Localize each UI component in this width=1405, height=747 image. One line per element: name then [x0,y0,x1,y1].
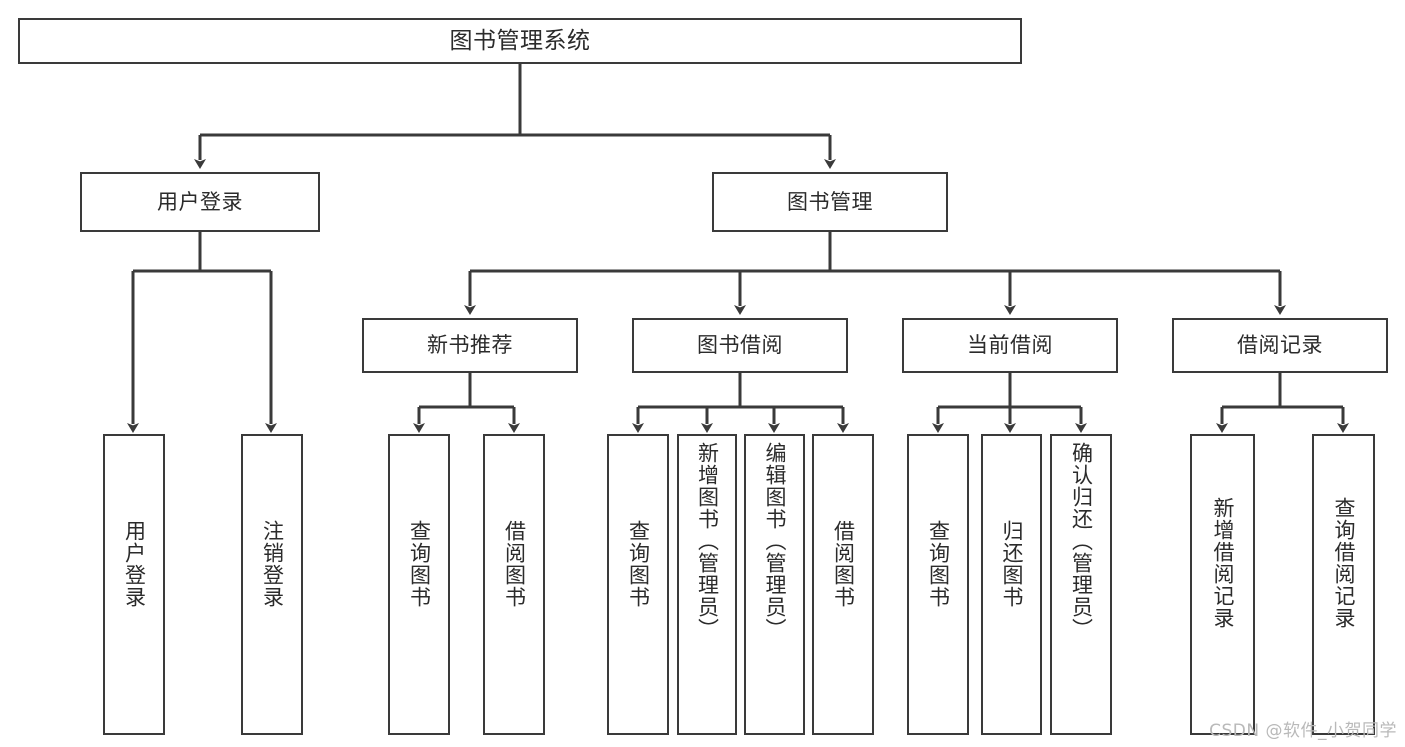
node-current-borrow[interactable]: 当前借阅 [902,318,1118,373]
leaf-user-login[interactable]: 用户登录 [103,434,165,735]
node-label: 查询借阅记录 [1331,497,1356,629]
node-label: 用户登录 [157,189,243,214]
leaf-add-record[interactable]: 新增借阅记录 [1190,434,1255,735]
leaf-return-book[interactable]: 归还图书 [981,434,1042,735]
node-label: 查询图书 [626,520,651,608]
leaf-confirm-return[interactable]: 确认归还（管理员） [1050,434,1112,735]
node-book-borrow[interactable]: 图书借阅 [632,318,848,373]
node-label: 图书管理系统 [449,27,591,54]
leaf-borrow-book-1[interactable]: 借阅图书 [483,434,545,735]
leaf-add-book[interactable]: 新增图书（管理员） [677,434,737,735]
leaf-logout-login[interactable]: 注销登录 [241,434,303,735]
leaf-borrow-book-2[interactable]: 借阅图书 [812,434,874,735]
node-label: 图书管理 [787,189,873,214]
node-user-login[interactable]: 用户登录 [80,172,320,232]
node-label: 确认归还（管理员） [1069,442,1094,640]
node-label: 查询图书 [926,520,951,608]
node-label: 新书推荐 [427,333,513,358]
node-label: 新增借阅记录 [1210,497,1235,629]
node-label: 用户登录 [122,520,147,608]
leaf-query-book-1[interactable]: 查询图书 [388,434,450,735]
node-label: 新增图书（管理员） [695,442,720,640]
node-label: 归还图书 [999,520,1024,608]
node-label: 图书借阅 [697,333,783,358]
node-book-management[interactable]: 图书管理 [712,172,948,232]
node-label: 注销登录 [260,520,285,608]
leaf-query-book-3[interactable]: 查询图书 [907,434,969,735]
node-label: 查询图书 [407,520,432,608]
leaf-query-book-2[interactable]: 查询图书 [607,434,669,735]
node-book-management-system[interactable]: 图书管理系统 [18,18,1022,64]
node-label: 当前借阅 [967,333,1053,358]
csdn-watermark: CSDN @软件_小贺同学 [1209,721,1397,741]
node-new-book-recommend[interactable]: 新书推荐 [362,318,578,373]
leaf-query-record[interactable]: 查询借阅记录 [1312,434,1375,735]
node-label: 借阅图书 [502,520,527,608]
leaf-edit-book[interactable]: 编辑图书（管理员） [744,434,805,735]
node-label: 借阅图书 [831,520,856,608]
node-borrow-record[interactable]: 借阅记录 [1172,318,1388,373]
node-label: 借阅记录 [1237,333,1323,358]
node-label: 编辑图书（管理员） [762,442,787,640]
